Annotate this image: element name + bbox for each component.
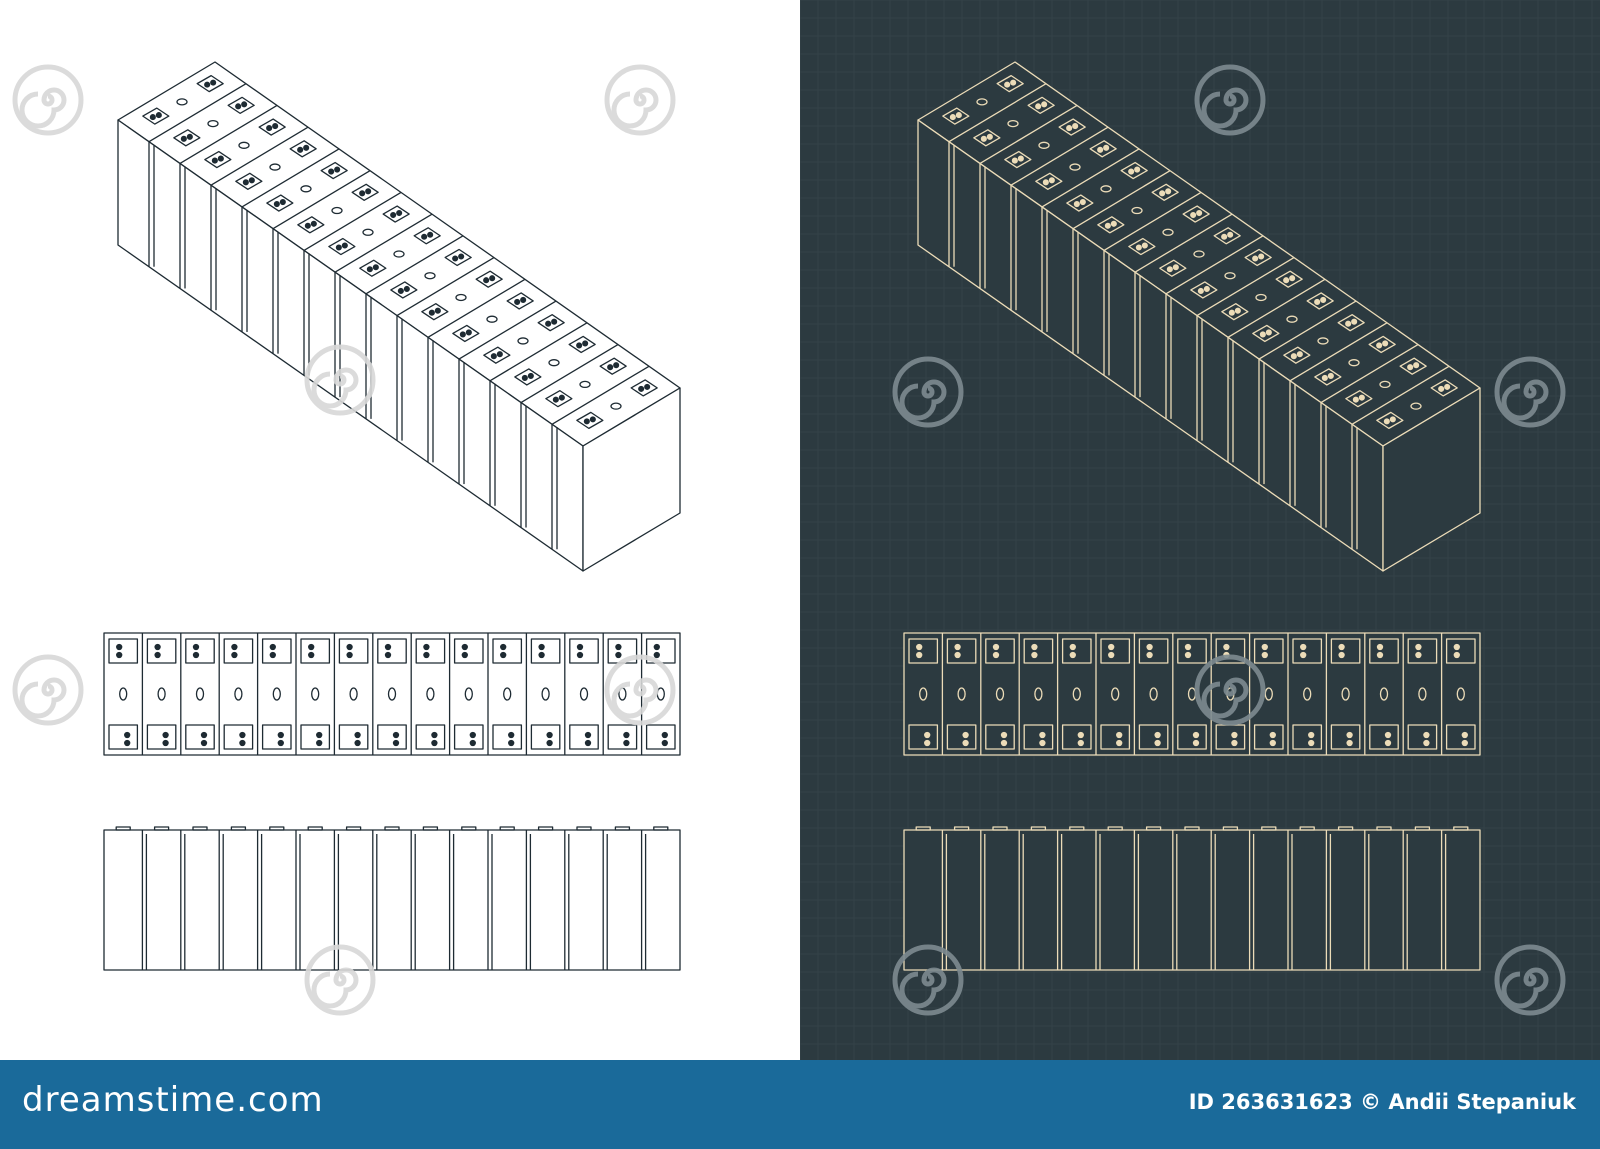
dark-blueprint-panel [800,0,1600,1060]
stock-footer-bar: dreamstime.com ID 263631623 © Andii Step… [0,1060,1600,1149]
watermark-swirl [1494,356,1566,428]
light-blueprint-panel [0,0,800,1060]
front-view [103,826,681,971]
footer-credit: ID 263631623 © Andii Stepaniuk [1188,1090,1576,1114]
isometric-view [117,61,681,572]
watermark-swirl [1494,944,1566,1016]
watermark-swirl [1194,654,1266,726]
top-view [903,632,1481,756]
watermark-swirl [604,64,676,136]
watermark-swirl [304,944,376,1016]
watermark-swirl [1194,64,1266,136]
isometric-view [917,61,1481,572]
top-view [103,632,681,756]
footer-logo: dreamstime.com [22,1080,324,1120]
front-view [903,826,1481,971]
watermark-swirl [892,944,964,1016]
watermark-swirl [12,64,84,136]
watermark-swirl [604,654,676,726]
watermark-swirl [12,654,84,726]
watermark-swirl [304,344,376,416]
light-drawing [12,61,681,1016]
dark-drawing [800,0,1600,1060]
watermark-swirl [892,356,964,428]
